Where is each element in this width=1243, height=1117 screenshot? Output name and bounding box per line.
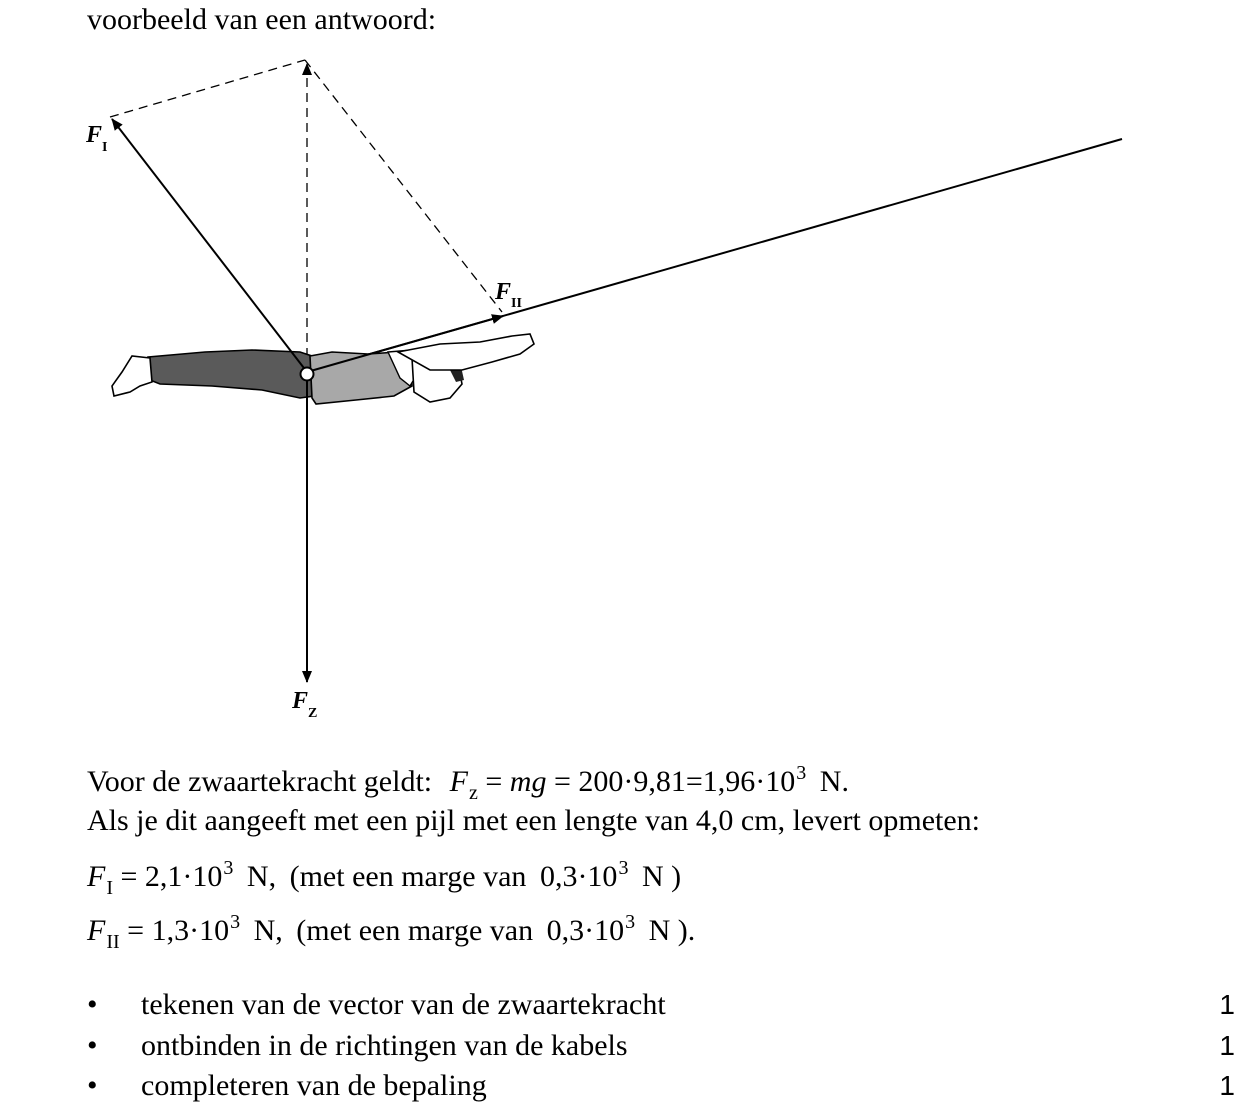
- scoring-item-text: tekenen van de vector van de zwaartekrac…: [141, 988, 666, 1021]
- label-f2: FII: [494, 279, 522, 311]
- person-arms: [395, 333, 535, 371]
- explanation-line-4: FII = 1,3·103 N, (met een marge van 0,3·…: [87, 911, 696, 953]
- scoring-item-score: 1: [1219, 1030, 1235, 1061]
- scoring-item-score: 1: [1219, 1070, 1235, 1101]
- explanation-line-3: FI = 2,1·103 N, (met een marge van 0,3·1…: [87, 857, 682, 899]
- person-feet: [111, 355, 153, 397]
- bullet: •: [87, 988, 98, 1021]
- bullet: •: [87, 1029, 98, 1062]
- bullet: •: [87, 1069, 98, 1102]
- explanation-line-2: Als je dit aangeeft met een pijl met een…: [87, 804, 981, 837]
- person-torso: [309, 351, 413, 405]
- construction-lines: [109, 59, 503, 313]
- force-diagram: FI FII FZ: [85, 59, 1123, 721]
- scoring-item-text: completeren van de bepaling: [141, 1069, 487, 1102]
- dashed-parallel-top-left: [109, 59, 306, 118]
- label-fz: FZ: [291, 688, 317, 721]
- explanation-line-1: Voor de zwaartekracht geldt: Fz = mg = 2…: [87, 762, 849, 804]
- intro-text: voorbeeld van een antwoord:: [87, 3, 437, 36]
- person-figure: [111, 333, 535, 405]
- label-f1: FI: [85, 122, 107, 155]
- scoring-item-text: ontbinden in de richtingen van de kabels: [141, 1029, 628, 1062]
- force-vector-f2: [306, 314, 504, 373]
- force-vector-f1: [111, 118, 308, 373]
- scoring-item-score: 1: [1219, 989, 1235, 1020]
- dashed-parallel-right: [304, 59, 503, 313]
- attachment-point: [299, 366, 315, 382]
- person-legs: [147, 349, 315, 399]
